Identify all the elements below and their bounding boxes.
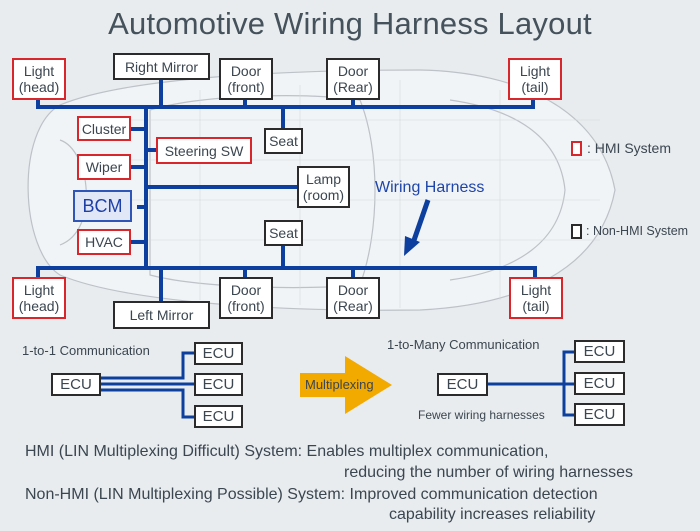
component-seat-top: Seat bbox=[264, 128, 303, 154]
component-steering-sw: Steering SW bbox=[156, 137, 252, 164]
component-door-rear-top: Door (Rear) bbox=[326, 58, 380, 100]
component-sublabel: (tail) bbox=[521, 79, 549, 95]
ecu-target-one-to-many-3: ECU bbox=[574, 403, 625, 426]
component-label: Door bbox=[230, 63, 262, 79]
component-sublabel: (head) bbox=[18, 298, 60, 314]
component-sublabel: (room) bbox=[302, 187, 345, 203]
component-sublabel: (head) bbox=[18, 79, 60, 95]
component-label: Light bbox=[23, 63, 55, 79]
component-label: Light bbox=[520, 282, 552, 298]
component-right-mirror: Right Mirror bbox=[113, 53, 210, 80]
ecu-target-one-to-one-1: ECU bbox=[194, 342, 243, 365]
component-left-mirror: Left Mirror bbox=[113, 301, 210, 329]
ecu-target-one-to-one-2: ECU bbox=[194, 373, 243, 396]
component-label: Right Mirror bbox=[124, 58, 199, 75]
component-cluster: Cluster bbox=[77, 116, 131, 141]
diagram-title: Automotive Wiring Harness Layout bbox=[108, 6, 592, 41]
one-to-one-lines bbox=[100, 351, 196, 419]
component-sublabel: (front) bbox=[227, 79, 265, 95]
wiring-harness-arrow bbox=[404, 199, 431, 256]
component-seat-bottom: Seat bbox=[264, 220, 303, 246]
note-hmi-line2: reducing the number of wiring harnesses bbox=[344, 464, 634, 481]
component-sublabel: (Rear) bbox=[333, 298, 373, 314]
component-door-front-bottom: Door (front) bbox=[219, 277, 273, 319]
component-wiper: Wiper bbox=[77, 154, 131, 180]
component-door-rear-bottom: Door (Rear) bbox=[326, 277, 380, 319]
ecu-label: ECU bbox=[202, 407, 235, 425]
component-sublabel: (tail) bbox=[522, 298, 550, 314]
ecu-label: ECU bbox=[446, 375, 479, 393]
ecu-target-one-to-one-3: ECU bbox=[194, 405, 243, 428]
component-label: Seat bbox=[269, 225, 298, 241]
wiring-harness-label: Wiring Harness bbox=[375, 179, 485, 196]
ecu-source-one-to-one: ECU bbox=[51, 373, 101, 396]
component-bcm: BCM bbox=[73, 190, 132, 222]
component-light-head-top: Light (head) bbox=[12, 58, 66, 100]
component-sublabel: (front) bbox=[227, 298, 265, 314]
ecu-label: ECU bbox=[60, 375, 92, 393]
legend-non-hmi-swatch bbox=[571, 224, 582, 239]
ecu-label: ECU bbox=[202, 344, 235, 362]
component-door-front-top: Door (front) bbox=[219, 58, 273, 100]
component-lamp-room: Lamp (room) bbox=[297, 166, 350, 208]
note-non-hmi-line2: capability increases reliability bbox=[389, 506, 596, 523]
ecu-label: ECU bbox=[583, 342, 616, 360]
component-label: BCM bbox=[82, 196, 123, 216]
ecu-target-one-to-many-1: ECU bbox=[574, 340, 625, 363]
one-to-many-lines bbox=[487, 350, 576, 417]
component-label: Door bbox=[337, 63, 369, 79]
legend-hmi-label: : HMI System bbox=[587, 140, 672, 156]
multiplexing-arrow bbox=[300, 356, 392, 414]
note-hmi-line1: HMI (LIN Multiplexing Difficult) System:… bbox=[25, 443, 549, 460]
component-label: Door bbox=[337, 282, 369, 298]
one-to-one-label: 1-to-1 Communication bbox=[22, 343, 150, 358]
component-sublabel: (Rear) bbox=[333, 79, 373, 95]
component-label: Wiper bbox=[85, 159, 123, 175]
component-light-tail-bottom: Light (tail) bbox=[509, 277, 563, 319]
note-non-hmi-line1: Non-HMI (LIN Multiplexing Possible) Syst… bbox=[25, 486, 598, 503]
one-to-many-label: 1-to-Many Communication bbox=[387, 337, 540, 352]
component-label: Light bbox=[23, 282, 55, 298]
ecu-target-one-to-many-2: ECU bbox=[574, 372, 625, 395]
component-label: Lamp bbox=[305, 171, 342, 187]
ecu-source-one-to-many: ECU bbox=[437, 373, 488, 396]
fewer-harnesses-caption: Fewer wiring harnesses bbox=[418, 408, 545, 422]
component-label: Door bbox=[230, 282, 262, 298]
component-label: Seat bbox=[269, 133, 298, 149]
wiring-harness bbox=[36, 79, 537, 302]
ecu-label: ECU bbox=[583, 405, 616, 423]
component-hvac: HVAC bbox=[77, 229, 131, 255]
component-label: Light bbox=[519, 63, 551, 79]
ecu-label: ECU bbox=[202, 375, 235, 393]
component-label: Cluster bbox=[81, 120, 127, 137]
legend-non-hmi-label: : Non-HMI System bbox=[586, 224, 689, 238]
multiplexing-label: Multiplexing bbox=[305, 377, 374, 392]
component-light-tail-top: Light (tail) bbox=[508, 58, 562, 100]
legend-hmi-swatch bbox=[571, 141, 582, 156]
component-label: Left Mirror bbox=[129, 307, 194, 323]
component-light-head-bottom: Light (head) bbox=[12, 277, 66, 319]
ecu-label: ECU bbox=[583, 374, 616, 392]
component-label: HVAC bbox=[85, 234, 123, 250]
component-label: Steering SW bbox=[164, 142, 244, 159]
